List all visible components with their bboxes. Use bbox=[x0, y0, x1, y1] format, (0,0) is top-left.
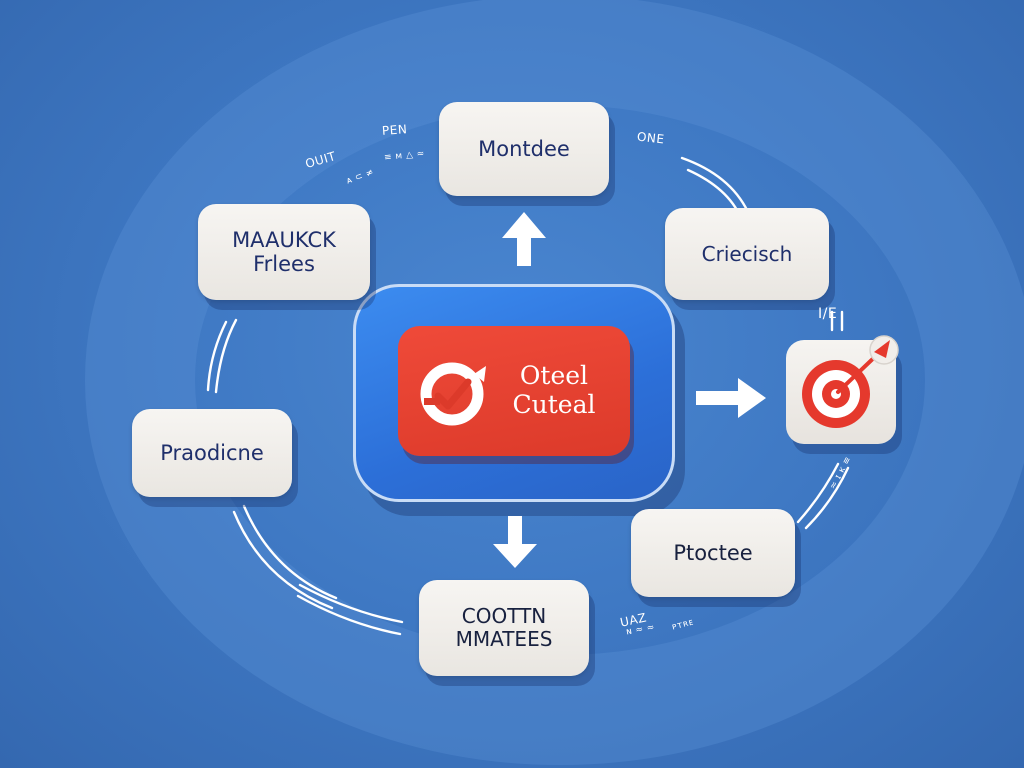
node-left-label: Praodicne bbox=[160, 440, 264, 465]
arrow-right-icon bbox=[696, 378, 766, 418]
hub-title-line1: Oteel bbox=[519, 361, 589, 390]
hub-title-line2: Cuteal bbox=[512, 389, 596, 419]
node-bottom-line2: MMATEES bbox=[455, 627, 553, 651]
node-card-left: Praodicne bbox=[132, 409, 292, 497]
node-bottom-right-label: Ptoctee bbox=[673, 540, 753, 565]
node-card-top-left: MAAUKCK Frlees bbox=[198, 204, 370, 300]
node-card-bottom-right: Ptoctee bbox=[631, 509, 795, 597]
node-top-left-line1: MAAUKCK bbox=[232, 227, 336, 252]
annotation-ie: I/E bbox=[818, 306, 838, 322]
arrow-up-icon bbox=[502, 212, 546, 266]
hub-core-panel bbox=[398, 326, 630, 456]
annotation-pen: PEN bbox=[381, 122, 408, 138]
arrow-down-icon bbox=[493, 516, 537, 568]
node-bottom-line1: COOTTN bbox=[461, 604, 547, 628]
node-card-right: Criecisch bbox=[665, 208, 829, 300]
hub-title: Oteel Cuteal bbox=[488, 361, 620, 432]
cycle-arc-lines bbox=[206, 156, 850, 636]
annotation-one: ONE bbox=[636, 129, 666, 147]
node-card-top: Montdee bbox=[439, 102, 609, 196]
node-card-bottom: COOTTN MMATEES bbox=[419, 580, 589, 676]
node-top-left-line2: Frlees bbox=[253, 252, 315, 276]
node-top-label: Montdee bbox=[478, 136, 570, 161]
node-right-label: Criecisch bbox=[701, 241, 793, 266]
refresh-check-icon bbox=[420, 362, 486, 426]
target-icon bbox=[802, 335, 899, 428]
